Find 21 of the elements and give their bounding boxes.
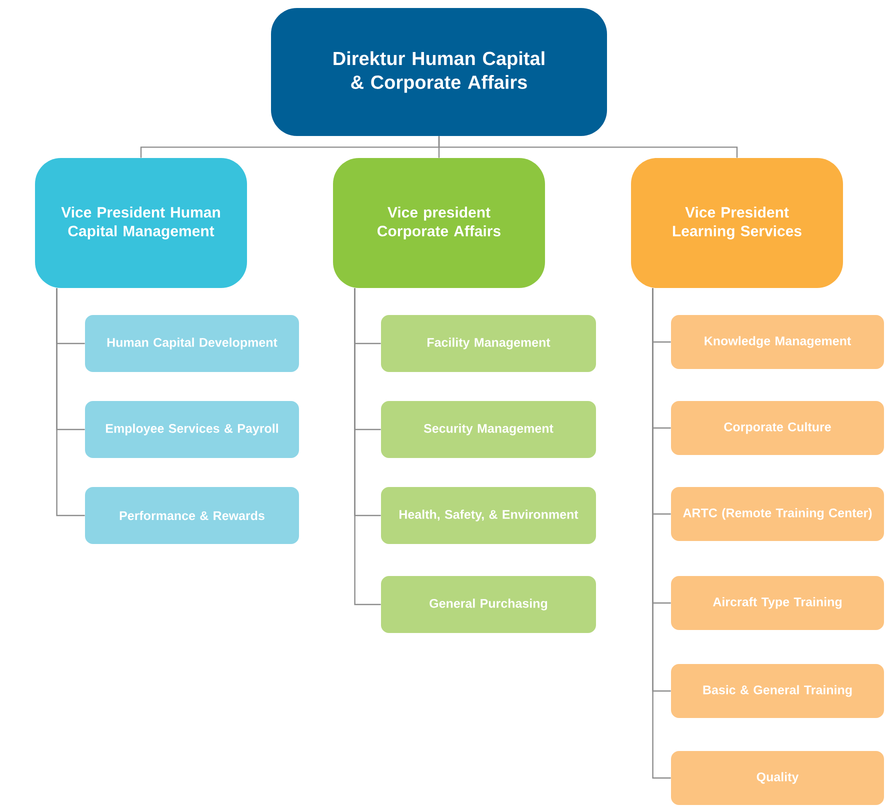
- director-box: Direktur Human Capital & Corporate Affairs: [271, 8, 607, 136]
- unit-box: Human Capital Development: [85, 315, 299, 372]
- unit-box: Aircraft Type Training: [671, 576, 884, 630]
- unit-box: ARTC (Remote Training Center): [671, 487, 884, 541]
- vice-president-box: Vice President Learning Services: [631, 158, 843, 288]
- unit-box: Knowledge Management: [671, 315, 884, 369]
- unit-box: Performance & Rewards: [85, 487, 299, 544]
- vice-president-box: Vice president Corporate Affairs: [333, 158, 545, 288]
- vice-president-box: Vice President Human Capital Management: [35, 158, 247, 288]
- unit-box: Facility Management: [381, 315, 596, 372]
- connector-line: [56, 288, 85, 516]
- unit-box: Employee Services & Payroll: [85, 401, 299, 458]
- connector-line: [354, 288, 381, 606]
- unit-box: Basic & General Training: [671, 664, 884, 718]
- connector-line: [652, 288, 671, 779]
- unit-box: Health, Safety, & Environment: [381, 487, 596, 544]
- connector-line: [438, 136, 738, 158]
- unit-box: Security Management: [381, 401, 596, 458]
- unit-box: Quality: [671, 751, 884, 805]
- unit-box: Corporate Culture: [671, 401, 884, 455]
- unit-box: General Purchasing: [381, 576, 596, 633]
